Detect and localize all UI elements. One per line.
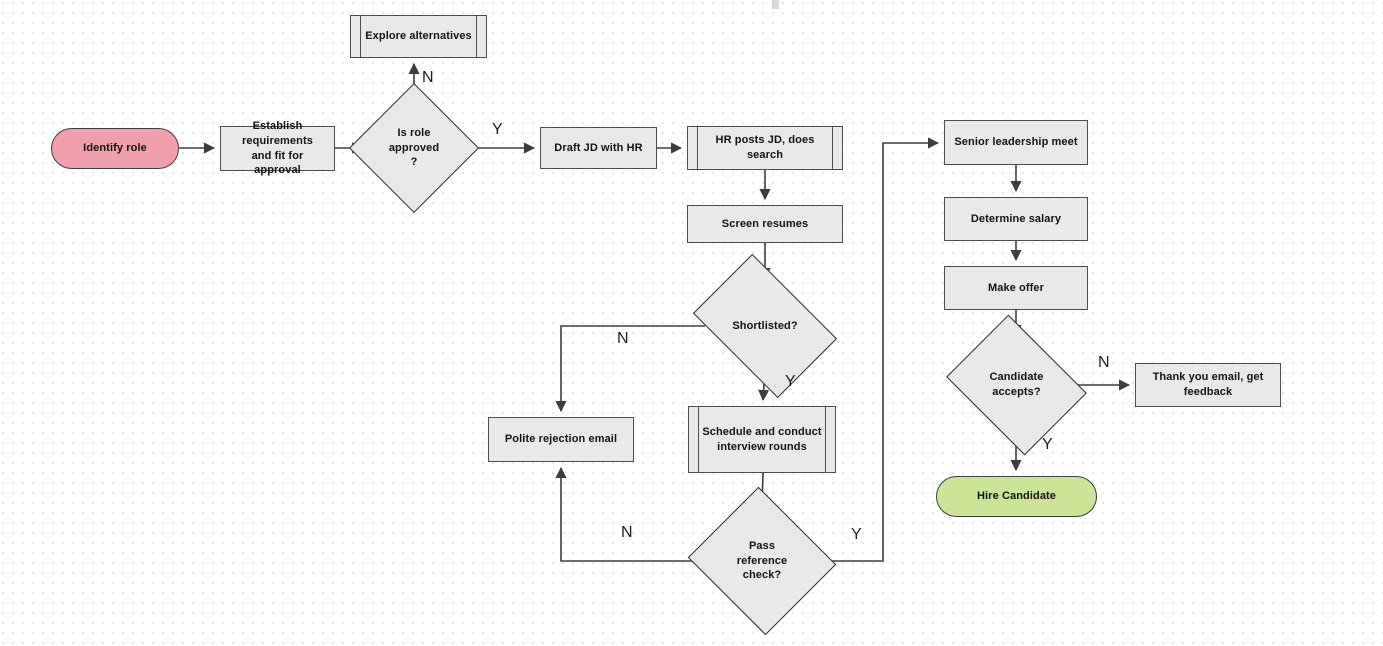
node-label: Is role approved ?	[388, 126, 440, 169]
node-screen_resumes[interactable]: Screen resumes	[687, 205, 843, 243]
connector-reference-no-to-rejection	[555, 466, 707, 562]
node-establish_req[interactable]: Establish requirements and fit for appro…	[220, 120, 335, 176]
edge-label-approved_no: N	[422, 69, 434, 86]
node-label: Hire Candidate	[976, 490, 1057, 503]
node-determine_salary[interactable]: Determine salary	[944, 197, 1088, 241]
node-polite_rejection[interactable]: Polite rejection email	[488, 417, 634, 462]
connector-shortlisted-no-to-rejection	[555, 325, 705, 413]
node-shortlisted[interactable]: Shortlisted?	[692, 253, 838, 399]
edge-label-reference_no: N	[621, 524, 633, 541]
edge-label-shortlisted_yes: Y	[785, 373, 796, 390]
predefined-bar-left	[697, 127, 698, 169]
node-label: Schedule and conduct interview rounds	[702, 425, 822, 453]
edge-label-accepts_no: N	[1098, 354, 1110, 371]
predefined-bar-right	[476, 16, 477, 57]
node-label: Screen resumes	[721, 217, 809, 230]
node-is_role_approved[interactable]: Is role approved ?	[348, 82, 480, 214]
node-label: Explore alternatives	[365, 30, 472, 43]
node-pass_reference[interactable]: Pass reference check?	[687, 486, 837, 636]
predefined-bar-right	[825, 407, 826, 472]
predefined-bar-right	[832, 127, 833, 169]
node-explore_alternatives[interactable]: Explore alternatives	[350, 15, 487, 58]
node-label: Make offer	[987, 281, 1045, 294]
node-label: HR posts JD, does search	[715, 134, 815, 161]
node-label: Establish requirements and fit for appro…	[242, 119, 313, 177]
node-make_offer[interactable]: Make offer	[944, 266, 1088, 310]
node-hire_candidate[interactable]: Hire Candidate	[936, 476, 1097, 517]
edge-label-accepts_yes: Y	[1042, 436, 1053, 453]
node-interview_rounds[interactable]: Schedule and conduct interview rounds	[688, 406, 836, 473]
node-label: Identify role	[83, 142, 147, 155]
cursor-artifact	[772, 0, 779, 9]
node-draft_jd[interactable]: Draft JD with HR	[540, 127, 657, 169]
edge-label-shortlisted_no: N	[617, 330, 629, 347]
node-label: Candidate accepts?	[989, 371, 1044, 398]
node-label: Senior leadership meet	[954, 136, 1078, 149]
predefined-bar-left	[360, 16, 361, 57]
node-candidate_accepts[interactable]: Candidate accepts?	[946, 314, 1087, 456]
node-label: Pass reference check?	[736, 539, 788, 582]
node-identify_role[interactable]: Identify role	[51, 128, 179, 169]
node-label: Draft JD with HR	[554, 141, 643, 154]
node-label: Determine salary	[970, 212, 1062, 225]
node-label: Thank you email, get feedback	[1152, 371, 1264, 398]
edge-label-reference_yes: Y	[851, 526, 862, 543]
edge-label-approved_yes: Y	[492, 121, 503, 138]
predefined-bar-left	[698, 407, 699, 472]
node-thank_you_email[interactable]: Thank you email, get feedback	[1135, 363, 1281, 407]
node-hr_posts_jd[interactable]: HR posts JD, does search	[687, 126, 843, 170]
node-label: Polite rejection email	[504, 433, 618, 446]
node-label: Shortlisted?	[732, 319, 798, 332]
node-senior_leadership[interactable]: Senior leadership meet	[944, 120, 1088, 165]
